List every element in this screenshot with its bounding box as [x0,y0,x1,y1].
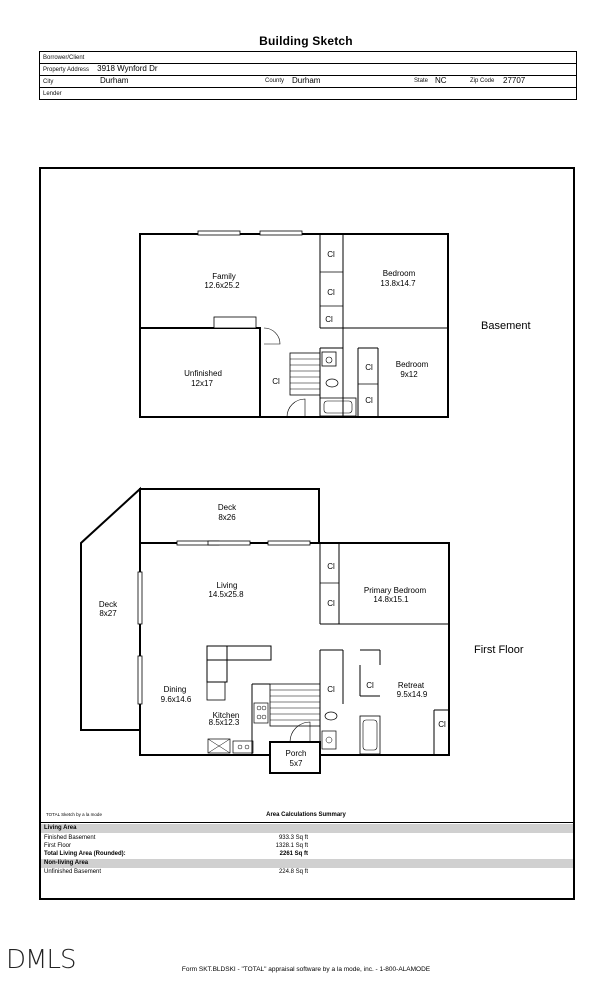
dmls-logo: DMLS [6,945,76,975]
closet-label: Cl [438,720,446,729]
zip-label: Zip Code [470,78,495,84]
summary-row-label: Finished Basement [44,835,96,841]
first-floor-plan [80,486,450,774]
dining-name: Dining [164,685,187,694]
first-floor-label: First Floor [474,644,524,656]
closet-label: Cl [327,250,335,259]
bedroom1-size: 13.8x14.7 [380,279,416,288]
deck-top-name: Deck [218,503,237,512]
living-area-header: Living Area [44,825,77,831]
family-size: 12.6x25.2 [204,281,240,290]
nonliving-area-bar [41,859,573,868]
summary-row-value: 224.8 Sq ft [278,869,308,875]
living-name: Living [217,581,238,590]
primary-size: 14.8x15.1 [373,595,409,604]
kitchen-size: 8.5x12.3 [209,718,240,727]
software-note: TOTAL Sketch by a la mode [46,812,102,817]
address-value: 3918 Wynford Dr [97,64,158,73]
closet-label: Cl [365,396,373,405]
state-label: State [414,78,429,84]
summary-row-label: Unfinished Basement [44,869,102,875]
address-label: Property Address [43,67,90,73]
closet-label: Cl [272,377,280,386]
summary-row-value: 933.3 Sq ft [278,835,308,841]
lender-row: Lender [39,87,577,100]
closet-label: Cl [327,599,335,608]
retreat-name: Retreat [398,681,425,690]
zip-value: 27707 [503,76,526,85]
family-name: Family [212,272,236,281]
closet-label: Cl [327,685,335,694]
deck-top-size: 8x26 [218,513,236,522]
summary-divider [41,822,573,823]
closet-label: Cl [327,288,335,297]
city-row: City Durham County Durham State NC Zip C… [39,75,577,88]
city-label: City [43,79,54,85]
primary-name: Primary Bedroom [364,586,427,595]
retreat-size: 9.5x14.9 [397,690,428,699]
unfinished-name: Unfinished [184,369,222,378]
dining-size: 9.6x14.6 [161,695,192,704]
closet-label: Cl [366,681,374,690]
kitchen-name: Kitchen [213,711,240,720]
sketch-frame [39,167,575,900]
porch-size: 5x7 [290,759,303,768]
bedroom2-name: Bedroom [396,360,429,369]
closet-label: Cl [365,363,373,372]
page-title: Building Sketch [259,34,353,48]
bedroom2-size: 9x12 [400,370,418,379]
form-footer-text: Form SKT.BLDSKI - "TOTAL" appraisal soft… [181,966,431,973]
lender-label: Lender [43,91,62,97]
summary-row-value: 1328.1 Sq ft [275,843,308,849]
borrower-label: Borrower/Client [43,55,85,61]
living-area-bar [41,824,573,833]
total-value: 2261 Sq ft [279,851,308,857]
summary-row-label: First Floor [44,843,71,849]
living-size: 14.5x25.8 [208,590,244,599]
basement-plan [139,230,449,418]
closet-label: Cl [325,315,333,324]
basement-label: Basement [481,320,531,332]
bedroom1-name: Bedroom [383,269,416,278]
city-value: Durham [100,76,129,85]
county-value: Durham [292,76,321,85]
porch-name: Porch [286,749,307,758]
state-value: NC [435,76,447,85]
unfinished-size: 12x17 [191,379,213,388]
deck-left-name: Deck [99,600,118,609]
property-info-table: Borrower/Client Property Address 3918 Wy… [39,51,577,100]
deck-left-size: 8x27 [99,609,117,618]
county-label: County [265,78,285,84]
total-label: Total Living Area (Rounded): [44,851,126,857]
summary-title: Area Calculations Summary [266,812,346,818]
nonliving-area-header: Non-living Area [44,860,89,866]
closet-label: Cl [327,562,335,571]
